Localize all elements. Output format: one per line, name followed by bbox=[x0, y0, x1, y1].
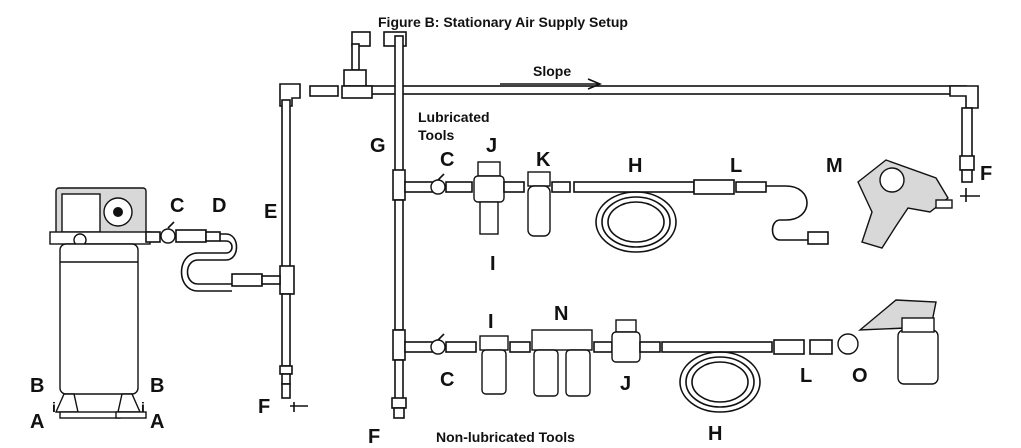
slope-arrow: Slope bbox=[500, 63, 603, 90]
label-j-lubricated: J bbox=[486, 135, 497, 157]
label-i-left: i bbox=[52, 399, 56, 415]
label-b-right: B bbox=[150, 375, 164, 397]
label-k: K bbox=[536, 149, 551, 171]
label-c-compressor: C bbox=[170, 195, 184, 217]
impact-wrench-icon bbox=[857, 159, 953, 249]
non-lubricated-branch bbox=[404, 319, 833, 413]
overhead-main-line bbox=[279, 31, 979, 183]
label-i-lubricated: I bbox=[490, 253, 496, 275]
label-d: D bbox=[212, 195, 226, 217]
label-e: E bbox=[264, 201, 277, 223]
drain-valve-icon-right bbox=[960, 188, 980, 202]
label-i-nonlubricated: I bbox=[488, 311, 494, 333]
label-f-right: F bbox=[980, 163, 992, 185]
label-h-nonlubricated: H bbox=[708, 423, 722, 445]
drop-e bbox=[279, 99, 295, 385]
label-i-right: i bbox=[141, 399, 145, 415]
label-l-nonlubricated: L bbox=[800, 365, 812, 387]
label-f-bottom: F bbox=[368, 426, 380, 448]
label-h-lubricated: H bbox=[628, 155, 642, 177]
label-a-left: A bbox=[30, 411, 44, 433]
compressor-outlet-hose bbox=[145, 221, 281, 292]
label-b-left: B bbox=[30, 375, 44, 397]
drain-valve-icon-left bbox=[281, 383, 308, 412]
figure-title: Figure B: Stationary Air Supply Setup bbox=[378, 14, 628, 30]
lubricated-line2: Tools bbox=[418, 127, 455, 143]
label-c-nonlubricated: C bbox=[440, 369, 454, 391]
label-g: G bbox=[370, 135, 386, 157]
lubricated-branch bbox=[404, 161, 829, 253]
label-j-nonlubricated: J bbox=[620, 373, 631, 395]
slope-label: Slope bbox=[533, 63, 571, 79]
spray-gun-icon bbox=[837, 299, 939, 385]
non-lubricated-label: Non-lubricated Tools bbox=[436, 429, 575, 445]
label-n: N bbox=[554, 303, 568, 325]
label-f-left: F bbox=[258, 396, 270, 418]
label-l-lubricated: L bbox=[730, 155, 742, 177]
label-o: O bbox=[852, 365, 868, 387]
label-m: M bbox=[826, 155, 843, 177]
main-drop-g bbox=[391, 35, 407, 419]
air-compressor-icon bbox=[49, 187, 151, 419]
lubricated-line1: Lubricated bbox=[418, 109, 490, 125]
label-c-lubricated: C bbox=[440, 149, 454, 171]
label-a-right: A bbox=[150, 411, 164, 433]
